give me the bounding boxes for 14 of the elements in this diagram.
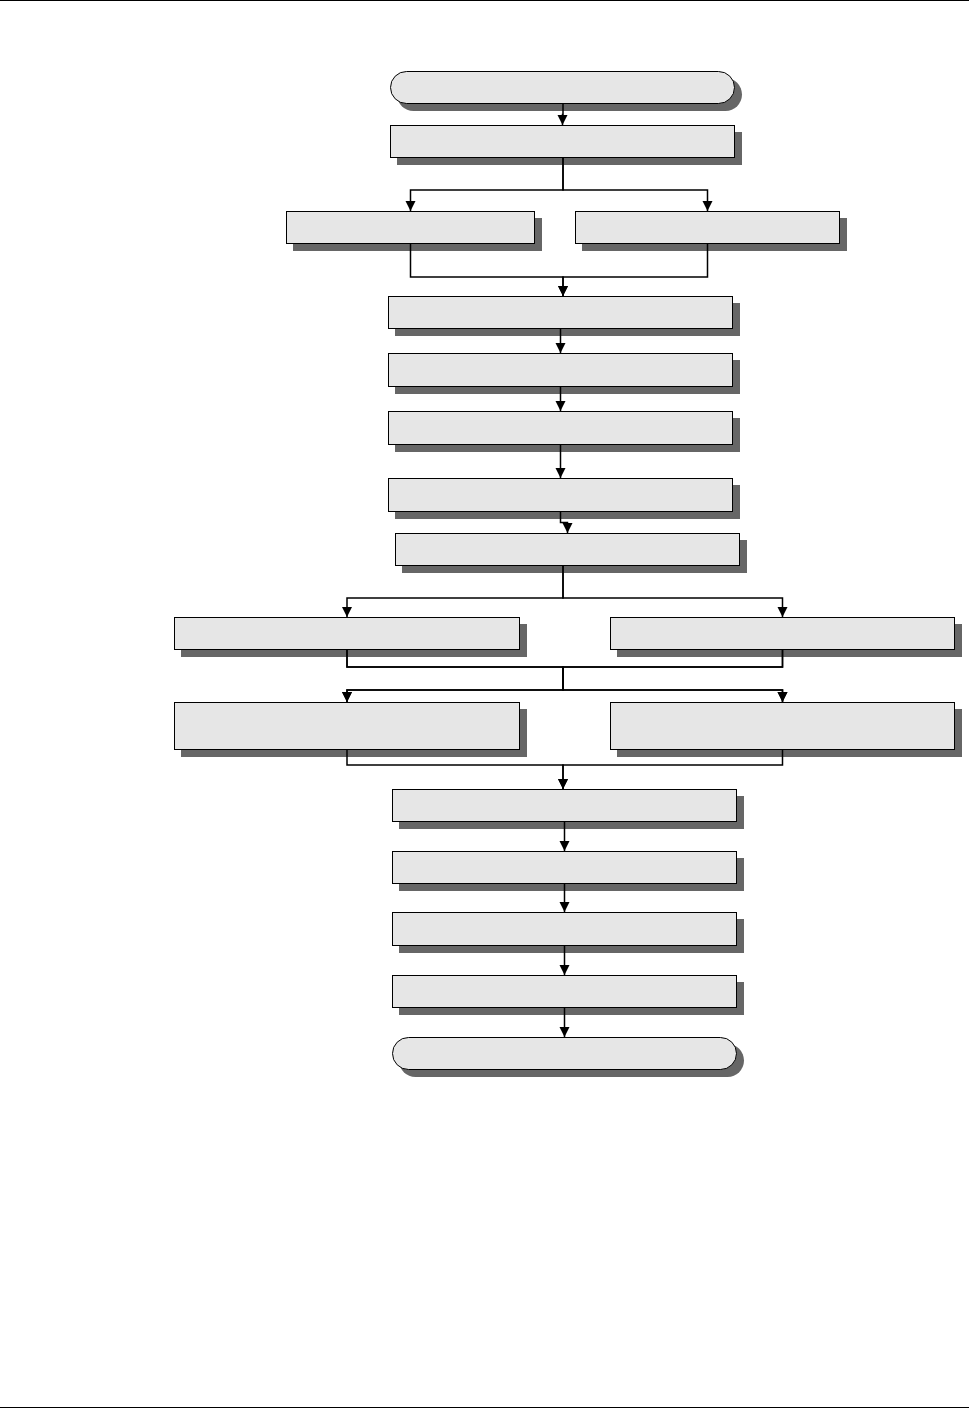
arrow [555,386,566,412]
arrow [559,945,570,976]
arrow [559,511,573,534]
arrow [562,565,788,618]
arrow [555,328,566,354]
arrow [555,444,566,479]
arrow [562,649,788,703]
arrow [558,749,784,790]
arrow [559,1007,570,1038]
arrow [559,883,570,913]
arrow [562,157,713,212]
arrow [558,243,709,297]
arrow [557,103,568,126]
arrow [559,821,570,852]
